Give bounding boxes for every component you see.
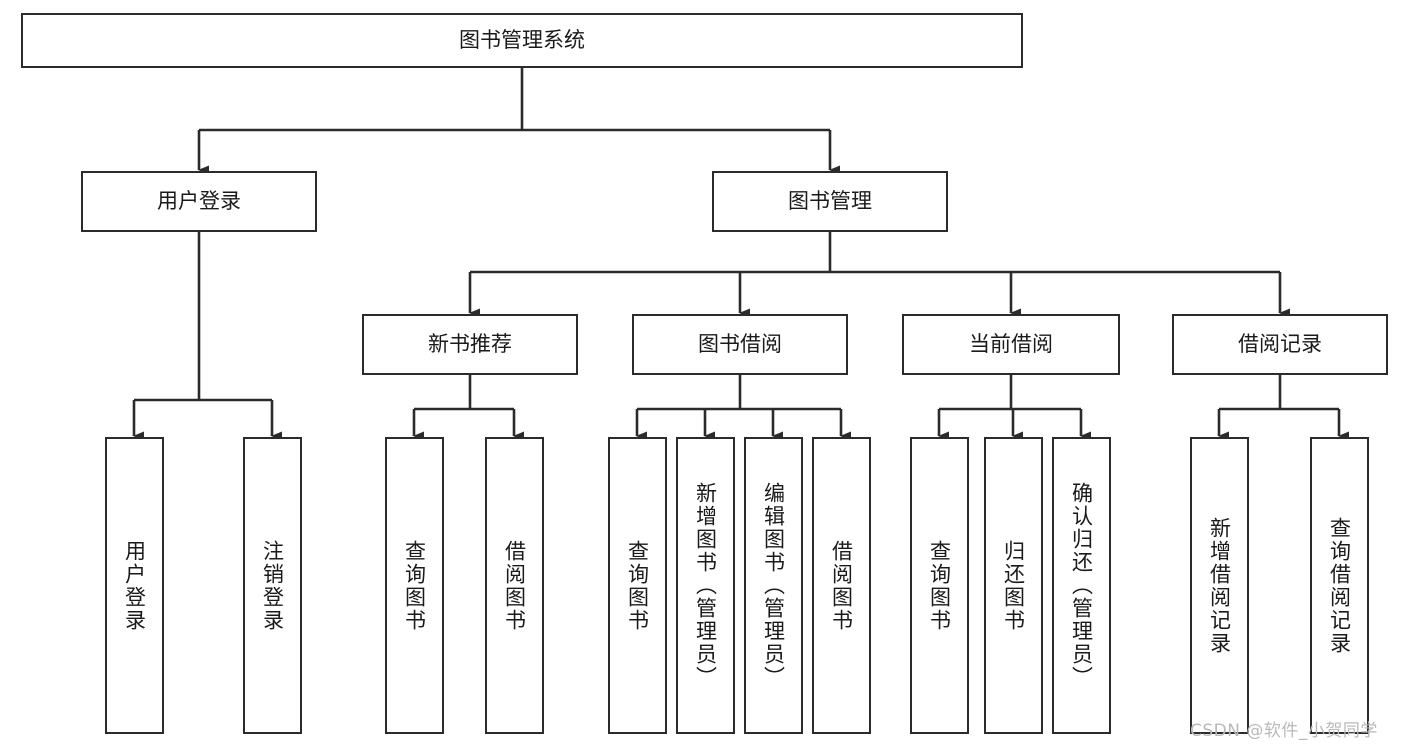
node-leaf-edit-book-admin[interactable]: 编辑图书（管理员） <box>744 437 803 734</box>
node-leaf-add-borrow-record[interactable]: 新增借阅记录 <box>1190 437 1249 734</box>
node-leaf-borrow-book-1[interactable]: 借阅图书 <box>485 437 544 734</box>
node-current-borrow-label: 当前借阅 <box>969 332 1053 357</box>
node-leaf-add-borrow-record-label: 新增借阅记录 <box>1207 516 1232 655</box>
node-leaf-query-book-2-label: 查询图书 <box>625 539 650 632</box>
node-leaf-add-book-admin[interactable]: 新增图书（管理员） <box>676 437 735 734</box>
node-book-manage[interactable]: 图书管理 <box>712 171 948 232</box>
node-current-borrow[interactable]: 当前借阅 <box>902 314 1120 375</box>
node-new-book-recommend[interactable]: 新书推荐 <box>362 314 578 375</box>
node-leaf-user-login[interactable]: 用户登录 <box>105 437 164 734</box>
node-leaf-user-login-label: 用户登录 <box>122 539 147 632</box>
node-leaf-borrow-book-1-label: 借阅图书 <box>502 539 527 632</box>
node-leaf-user-logout[interactable]: 注销登录 <box>243 437 302 734</box>
node-leaf-return-book-label: 归还图书 <box>1001 539 1026 632</box>
node-leaf-query-book-3-label: 查询图书 <box>927 539 952 632</box>
node-leaf-add-book-admin-label: 新增图书（管理员） <box>693 482 718 689</box>
node-book-manage-label: 图书管理 <box>788 189 872 214</box>
node-leaf-query-book-1-label: 查询图书 <box>402 539 427 632</box>
node-leaf-query-borrow-record[interactable]: 查询借阅记录 <box>1310 437 1369 734</box>
node-leaf-edit-book-admin-label: 编辑图书（管理员） <box>761 482 786 689</box>
node-leaf-query-book-1[interactable]: 查询图书 <box>385 437 444 734</box>
node-root-system-label: 图书管理系统 <box>459 28 585 53</box>
node-leaf-return-book[interactable]: 归还图书 <box>984 437 1043 734</box>
node-book-borrow-label: 图书借阅 <box>698 332 782 357</box>
node-borrow-record[interactable]: 借阅记录 <box>1172 314 1388 375</box>
node-leaf-user-logout-label: 注销登录 <box>260 539 285 632</box>
watermark-text: CSDN @软件_小贺同学 <box>1190 721 1378 741</box>
node-leaf-query-book-3[interactable]: 查询图书 <box>910 437 969 734</box>
node-user-login[interactable]: 用户登录 <box>81 171 317 232</box>
node-leaf-borrow-book-2-label: 借阅图书 <box>829 539 854 632</box>
node-root-system[interactable]: 图书管理系统 <box>21 13 1023 68</box>
node-leaf-query-borrow-record-label: 查询借阅记录 <box>1327 516 1352 655</box>
node-borrow-record-label: 借阅记录 <box>1238 332 1322 357</box>
node-user-login-label: 用户登录 <box>157 189 241 214</box>
node-book-borrow[interactable]: 图书借阅 <box>632 314 848 375</box>
node-leaf-borrow-book-2[interactable]: 借阅图书 <box>812 437 871 734</box>
connector-lines <box>132 68 1349 441</box>
node-leaf-query-book-2[interactable]: 查询图书 <box>608 437 667 734</box>
node-leaf-confirm-return-admin-label: 确认归还（管理员） <box>1069 482 1094 689</box>
node-new-book-recommend-label: 新书推荐 <box>428 332 512 357</box>
node-leaf-confirm-return-admin[interactable]: 确认归还（管理员） <box>1052 437 1111 734</box>
